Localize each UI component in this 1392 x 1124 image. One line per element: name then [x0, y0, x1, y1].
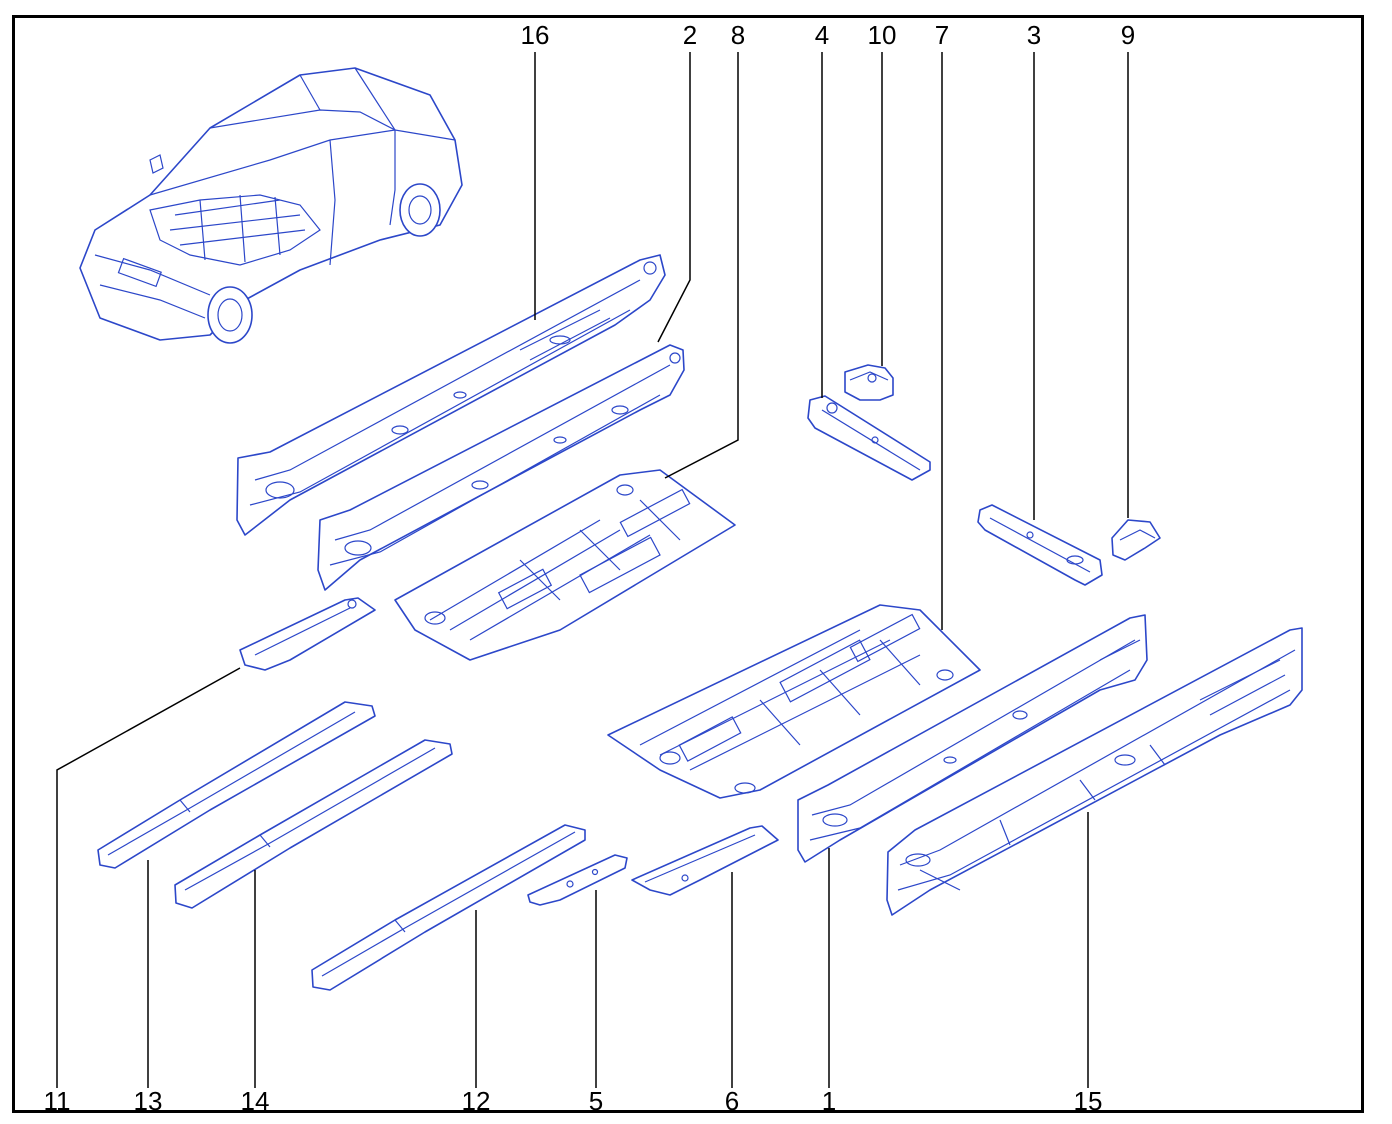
callout-12: 12 — [462, 1086, 491, 1116]
part-12-sill — [311, 824, 586, 991]
part-3-cross-member — [977, 504, 1103, 586]
leader-2 — [657, 52, 691, 343]
callout-16: 16 — [521, 20, 550, 50]
callout-5: 5 — [589, 1086, 603, 1116]
callout-11: 11 — [44, 1086, 71, 1116]
callout-8: 8 — [731, 20, 745, 50]
callout-7: 7 — [935, 20, 949, 50]
part-1-rear-side-member — [797, 614, 1148, 863]
part-6-sill-piece — [631, 825, 779, 896]
part-14-sill — [174, 739, 453, 909]
leader-lines — [56, 52, 1129, 1088]
leader-11 — [56, 667, 241, 1088]
part-9-bracket — [1111, 519, 1161, 561]
part-4-cross-member — [807, 395, 931, 481]
part-5-small-piece — [527, 854, 628, 906]
callout-6: 6 — [725, 1086, 739, 1116]
part-8-front-floor — [394, 469, 736, 661]
part-2-inner-side-member — [317, 344, 685, 591]
part-16-side-member — [236, 254, 666, 536]
part-11-sill-piece — [239, 597, 376, 671]
callout-labels: 16 2 8 4 10 7 3 9 11 13 14 12 5 6 1 15 — [44, 20, 1136, 1116]
part-15-outer-side-panel — [886, 627, 1303, 916]
callout-10: 10 — [868, 20, 897, 50]
part-10-bracket — [844, 364, 894, 401]
leader-8 — [664, 52, 739, 479]
car-overview-illustration — [79, 67, 463, 344]
callout-9: 9 — [1121, 20, 1135, 50]
callout-14: 14 — [241, 1086, 270, 1116]
callout-1: 1 — [822, 1086, 836, 1116]
part-13-sill — [97, 701, 376, 869]
callout-15: 15 — [1074, 1086, 1103, 1116]
part-7-rear-floor — [607, 604, 981, 799]
callout-4: 4 — [815, 20, 829, 50]
callout-3: 3 — [1027, 20, 1041, 50]
callout-2: 2 — [683, 20, 697, 50]
callout-13: 13 — [134, 1086, 163, 1116]
